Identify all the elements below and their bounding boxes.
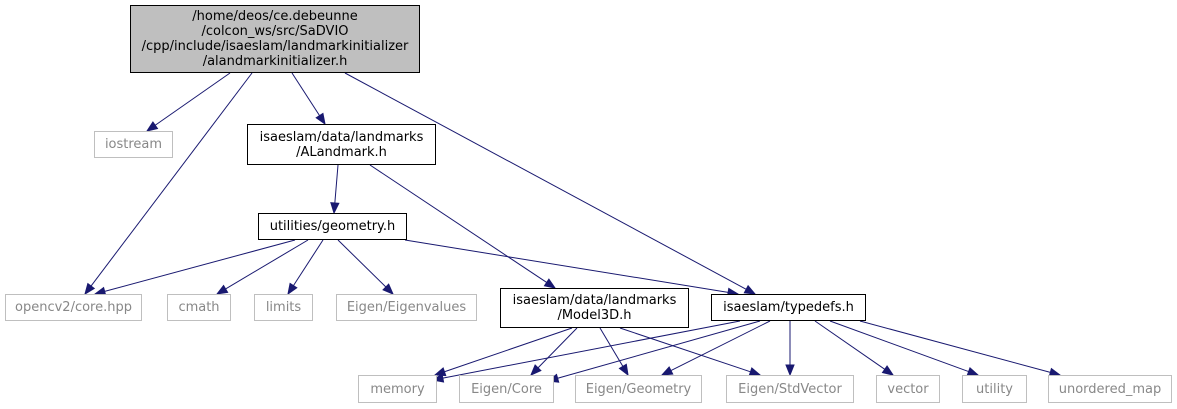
edge-arrowhead [315, 112, 326, 126]
node-vector[interactable]: vector [876, 375, 940, 403]
node-label-line: Eigen/Eigenvalues [346, 300, 467, 315]
edge-arrowhead [543, 278, 557, 289]
node-label-line: vector [887, 381, 929, 397]
edge-typedefs-to-unordered_map [859, 320, 1051, 373]
edge-typedefs-to-vector [814, 320, 886, 370]
edge-root-to-iostream [154, 72, 231, 126]
node-label-line: iostream [104, 137, 163, 152]
node-label-line: Eigen/Core [471, 381, 542, 397]
edge-geometry-to-typedefs [404, 239, 729, 293]
edge-alandmark-to-geometry [334, 164, 339, 204]
node-model3d[interactable]: isaeslam/data/landmarks/Model3D.h [500, 288, 689, 328]
edge-root-to-alandmark [291, 72, 320, 116]
edge-arrowhead [881, 365, 895, 376]
node-iostream[interactable]: iostream [94, 131, 173, 158]
edge-arrowhead [743, 284, 757, 295]
node-memory[interactable]: memory [358, 375, 437, 403]
node-unordered-map[interactable]: unordered_map [1048, 375, 1172, 403]
edge-arrowhead [785, 364, 795, 377]
edge-model3d-to-memory [444, 327, 573, 373]
node-label-line: unordered_map [1058, 381, 1162, 397]
node-label-line: isaeslam/data/landmarks [512, 293, 677, 308]
node-label-line: isaeslam/typedefs.h [723, 300, 854, 315]
node-label-line: utility [976, 381, 1013, 397]
edge-root-to-opencv [90, 72, 253, 287]
node-label-line: limits [265, 300, 302, 315]
edge-arrowhead [215, 284, 229, 295]
edge-geometry-to-cmath [225, 239, 309, 290]
node-label-line: opencv2/core.hpp [15, 300, 132, 315]
edge-alandmark-to-model3d [369, 164, 547, 283]
edge-arrowhead [287, 282, 298, 296]
node-typedefs[interactable]: isaeslam/typedefs.h [711, 294, 866, 321]
node-label-line: /Model3D.h [557, 308, 632, 323]
node-alandmark[interactable]: isaeslam/data/landmarks/ALandmark.h [247, 124, 436, 165]
node-label-line: /cpp/include/isaeslam/landmarkinitialize… [141, 39, 409, 54]
node-limits[interactable]: limits [254, 294, 313, 321]
edge-arrowhead [660, 366, 674, 376]
edge-geometry-to-opencv [104, 239, 296, 292]
node-label-line: isaeslam/data/landmarks [259, 129, 424, 145]
edge-arrowhead [84, 282, 96, 296]
edge-geometry-to-limits [293, 239, 324, 286]
node-label-line: /alandmarkinitializer.h [202, 54, 348, 69]
node-eigenvalues[interactable]: Eigen/Eigenvalues [336, 294, 477, 321]
node-label-line: Eigen/Geometry [585, 381, 692, 397]
edge-arrowhead [145, 121, 159, 132]
node-label-line: cmath [178, 300, 220, 315]
edge-typedefs-to-utility [829, 320, 969, 373]
node-label-line: memory [370, 381, 425, 397]
edge-typedefs-to-eigencore [557, 320, 761, 379]
edges-layer [84, 72, 1062, 383]
edge-arrowhead [382, 283, 394, 295]
edge-model3d-to-stdvector [619, 327, 751, 373]
node-utility[interactable]: utility [962, 375, 1027, 403]
node-label-line: Eigen/StdVector [738, 381, 842, 397]
edge-arrowhead [618, 363, 629, 377]
edge-root-to-typedefs [344, 72, 747, 290]
edge-typedefs-to-memory [442, 320, 741, 379]
node-label-line: /home/deos/ce.debeunne [192, 9, 358, 24]
node-opencv[interactable]: opencv2/core.hpp [5, 294, 142, 321]
node-root[interactable]: /home/deos/ce.debeunne/colcon_ws/src/SaD… [130, 5, 420, 73]
edge-arrowhead [530, 364, 542, 376]
edge-geometry-to-eigenvalues [337, 239, 387, 288]
node-eigengeometry[interactable]: Eigen/Geometry [575, 375, 702, 403]
node-label-line: /colcon_ws/src/SaDVIO [201, 24, 349, 39]
node-stdvector[interactable]: Eigen/StdVector [726, 375, 854, 403]
node-label-line: utilities/geometry.h [269, 219, 396, 234]
edge-model3d-to-eigencore [537, 327, 578, 369]
edge-arrowhead [330, 202, 340, 215]
node-eigencore[interactable]: Eigen/Core [459, 375, 554, 403]
node-cmath[interactable]: cmath [167, 294, 231, 321]
edge-typedefs-to-eigengeometry [670, 320, 771, 371]
edge-model3d-to-eigengeometry [599, 327, 624, 367]
node-label-line: /ALandmark.h [296, 144, 387, 160]
node-geometry[interactable]: utilities/geometry.h [258, 213, 407, 240]
